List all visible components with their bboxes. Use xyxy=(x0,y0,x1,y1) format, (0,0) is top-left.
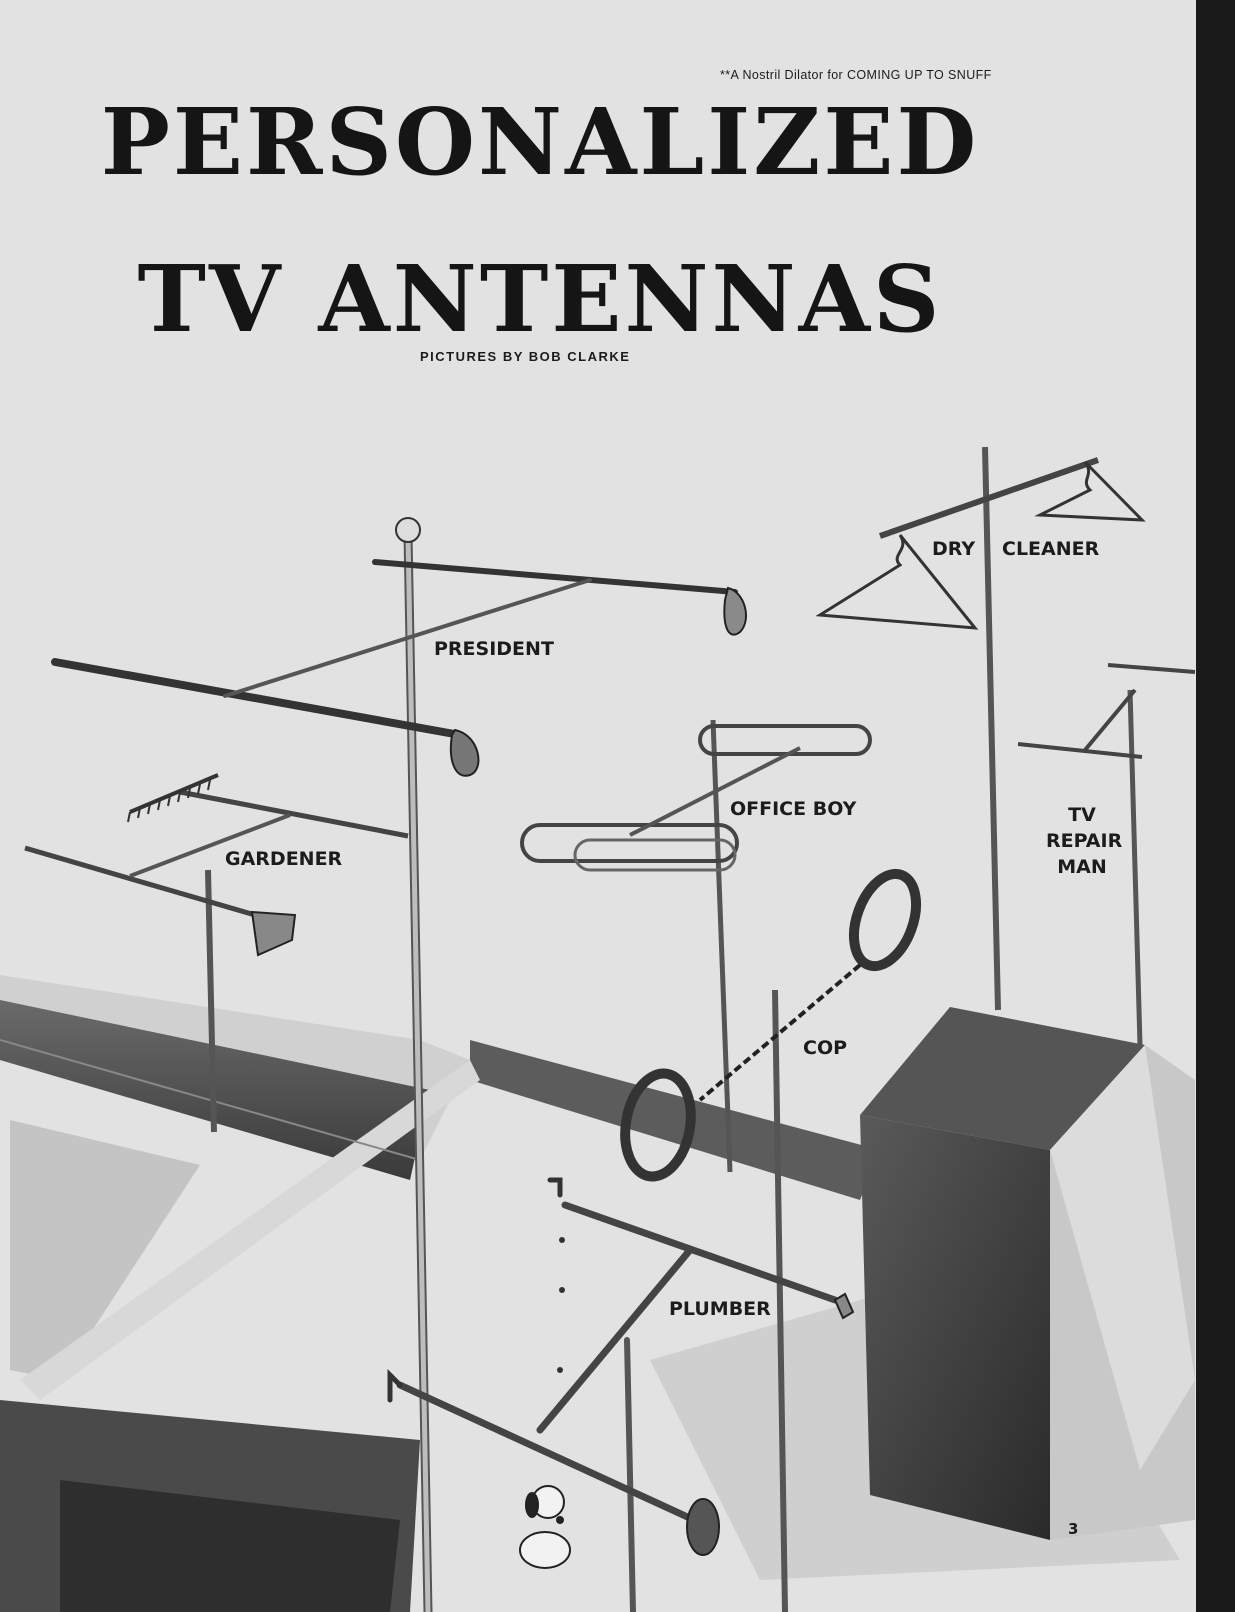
antenna-illustration xyxy=(0,446,1196,1612)
label-tv-repair-line-2: REPAIR xyxy=(1046,830,1123,852)
label-cleaner: CLEANER xyxy=(1002,538,1100,560)
office-boy-antenna xyxy=(520,719,872,1173)
picture-credit: PICTURES BY BOB CLARKE xyxy=(420,349,631,364)
label-cop: COP xyxy=(803,1037,848,1059)
tv-repair-antenna xyxy=(1017,663,1196,1046)
label-dry: DRY xyxy=(932,538,976,560)
headline-line-2: TV ANTENNAS xyxy=(137,245,943,353)
page-number: 3 xyxy=(1068,1520,1079,1538)
label-plumber: PLUMBER xyxy=(669,1298,771,1320)
cop-antenna xyxy=(620,868,922,1612)
dry-cleaner-antenna xyxy=(815,446,1146,1011)
magazine-page: **A Nostril Dilator for COMING UP TO SNU… xyxy=(0,0,1196,1612)
gardener-antenna xyxy=(24,773,409,1133)
label-tv-repair-line-1: TV xyxy=(1068,804,1096,826)
label-tv-repair-line-3: MAN xyxy=(1057,856,1107,878)
page-edge-border xyxy=(1196,0,1235,1612)
tv-box xyxy=(860,1007,1195,1540)
plumber-antenna xyxy=(387,1177,855,1612)
label-gardener: GARDENER xyxy=(225,848,343,870)
president-antenna xyxy=(51,517,747,1612)
footnote: **A Nostril Dilator for COMING UP TO SNU… xyxy=(720,68,992,82)
label-office-boy: OFFICE BOY xyxy=(730,798,857,820)
dog-drawing xyxy=(519,1485,571,1569)
label-president: PRESIDENT xyxy=(434,638,554,660)
headline-line-1: PERSONALIZED xyxy=(100,88,980,196)
